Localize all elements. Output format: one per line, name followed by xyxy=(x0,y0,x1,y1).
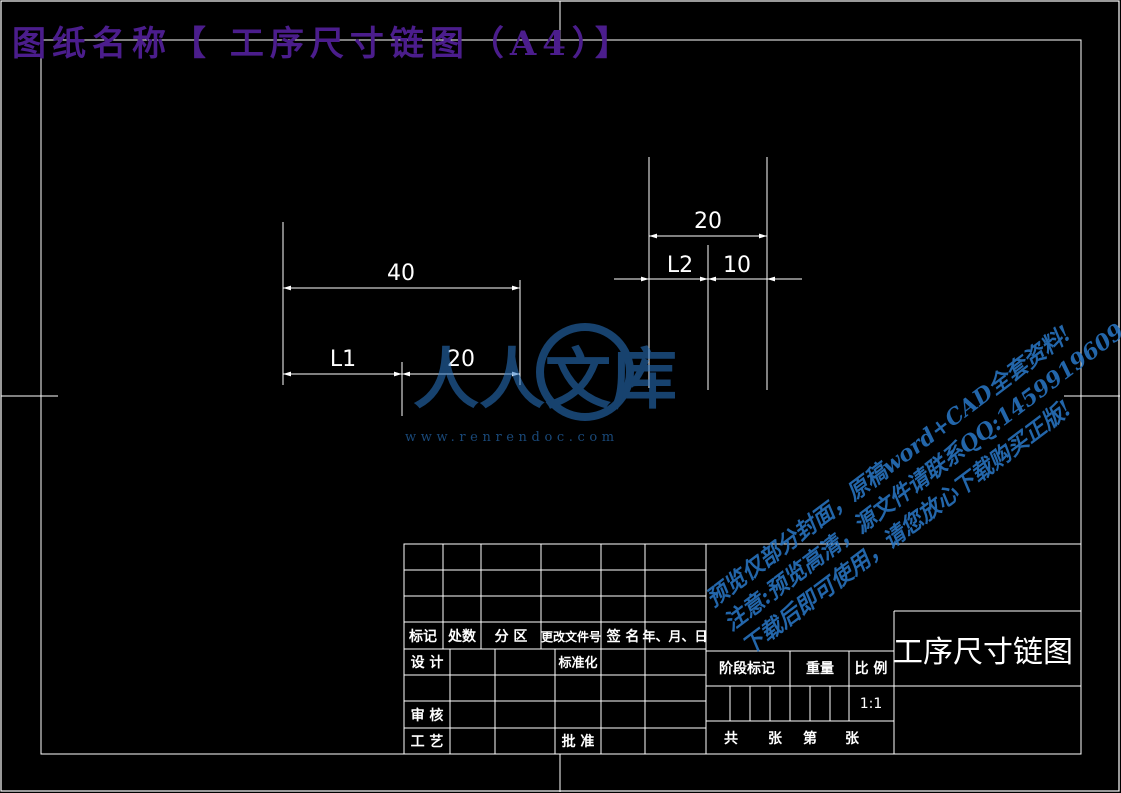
dimension-chain-1 xyxy=(282,222,521,416)
header-date: 年、月、日 xyxy=(642,629,707,645)
label-process: 工 艺 xyxy=(411,733,444,750)
label-sheet-unit2: 张 xyxy=(845,731,860,747)
drawing-name: 工序尺寸链图 xyxy=(893,635,1073,670)
label-weight: 重量 xyxy=(806,660,834,677)
label-sheet-total: 共 xyxy=(724,730,738,747)
label-scale: 比 例 xyxy=(855,660,888,677)
label-sheet-unit: 张 xyxy=(768,731,783,747)
watermark-logo: 人人文库 xyxy=(413,323,677,421)
label-standardization: 标准化 xyxy=(557,655,597,671)
watermark-logo-ring xyxy=(536,323,634,421)
header-mark: 标记 xyxy=(408,628,437,645)
title-block xyxy=(403,543,1082,755)
header-change-doc: 更改文件号 xyxy=(541,629,601,644)
dimension-label-10: 10 xyxy=(723,253,751,278)
scale-value: 1:1 xyxy=(860,696,883,712)
dimension-chain-2 xyxy=(614,157,802,390)
label-design: 设 计 xyxy=(411,654,444,671)
dimension-label-20b: 20 xyxy=(694,209,722,234)
drawing-name-header: 图纸名称【 工序尺寸链图（A4）】 xyxy=(12,24,635,64)
watermark-logo-text: 人人文库 xyxy=(413,341,677,418)
dimension-label-l1: L1 xyxy=(330,347,356,372)
dimension-label-40: 40 xyxy=(387,261,415,286)
title-block-labels: 标记 处数 分 区 更改文件号 签 名 年、月、日 设 计 标准化 审 核 工 … xyxy=(408,628,887,750)
label-approve: 批 准 xyxy=(562,733,595,750)
watermark-url: www.renrendoc.com xyxy=(405,430,619,445)
dimension-label-20a: 20 xyxy=(447,347,475,372)
label-stage-mark: 阶段标记 xyxy=(719,660,775,677)
header-count: 处数 xyxy=(447,628,477,645)
dimension-label-l2: L2 xyxy=(667,253,693,278)
label-review: 审 核 xyxy=(411,707,444,724)
header-zone: 分 区 xyxy=(495,629,528,645)
header-sign: 签 名 xyxy=(606,628,640,645)
label-sheet-of: 第 xyxy=(803,730,817,747)
